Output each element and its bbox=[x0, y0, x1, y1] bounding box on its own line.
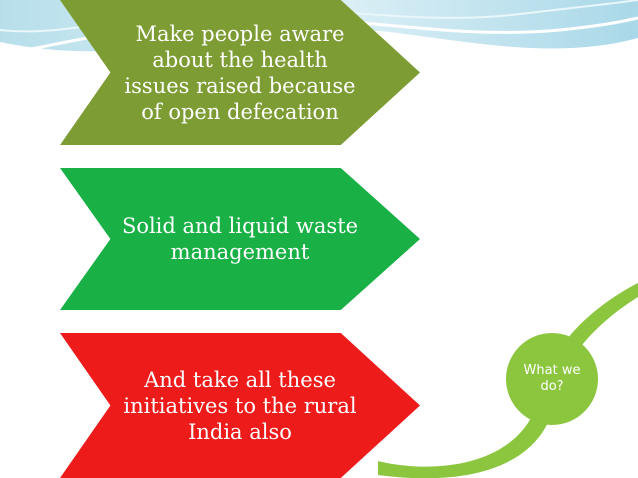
chevron-rural-initiatives: And take all these initiatives to the ru… bbox=[60, 333, 420, 478]
green-swirl-icon bbox=[378, 283, 638, 478]
chevron-awareness-text: Make people aware about the health issue… bbox=[124, 21, 356, 124]
what-we-do-panel: What we do? bbox=[378, 283, 638, 478]
what-we-do-bubble: What we do? bbox=[506, 333, 598, 425]
chevron-rural-initiatives-text: And take all these initiatives to the ru… bbox=[123, 367, 357, 444]
chevron-waste-management: Solid and liquid waste management bbox=[60, 168, 420, 310]
chevron-awareness: Make people aware about the health issue… bbox=[60, 0, 420, 145]
what-we-do-text: What we do? bbox=[523, 363, 581, 394]
chevron-waste-management-text: Solid and liquid waste management bbox=[121, 214, 359, 264]
